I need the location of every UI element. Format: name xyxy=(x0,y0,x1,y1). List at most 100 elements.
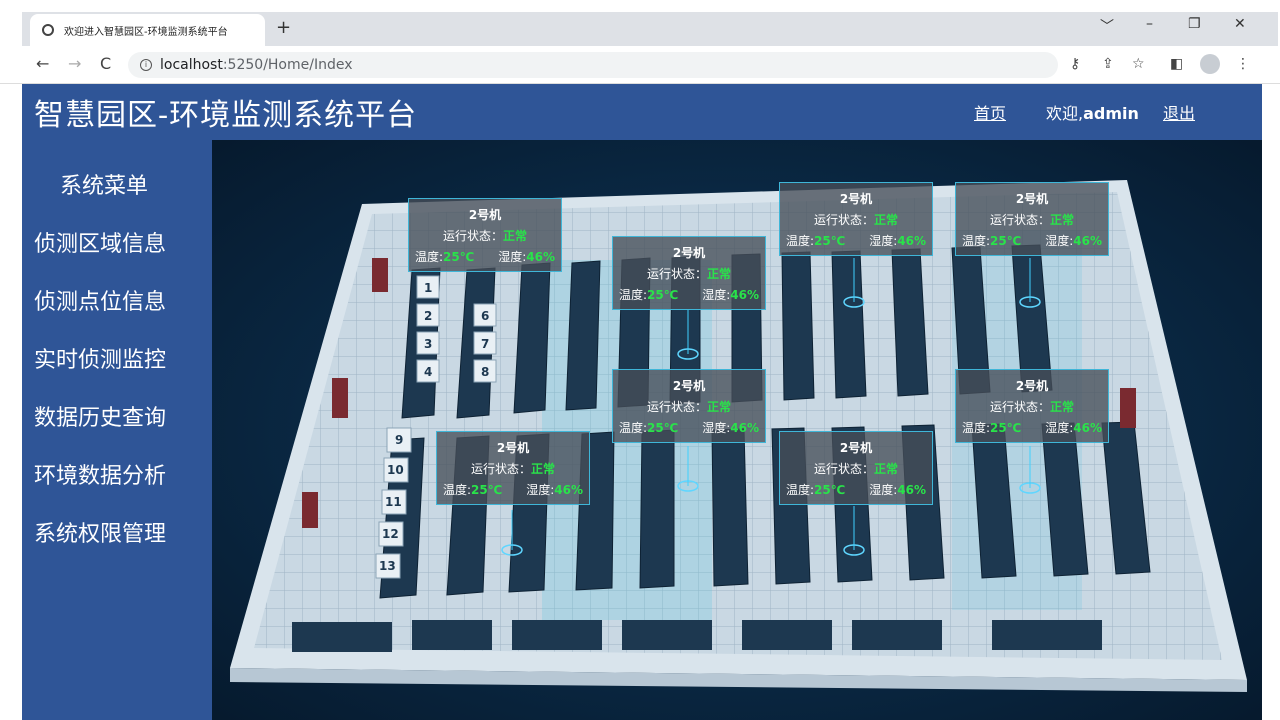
humidity-label: 湿度: xyxy=(526,483,555,497)
app-root: 智慧园区-环境监测系统平台 首页 欢迎,admin 退出 系统菜单 侦测区域信息… xyxy=(22,84,1262,720)
machine-status: 运行状态：正常 xyxy=(956,398,1108,415)
url-host: localhost xyxy=(160,57,223,73)
star-icon[interactable]: ☆ xyxy=(1132,56,1145,72)
close-window-button[interactable]: ✕ xyxy=(1234,16,1246,32)
temp-value: 25℃ xyxy=(990,234,1022,248)
page-title: 智慧园区-环境监测系统平台 xyxy=(34,98,418,133)
sidebar-item-data-analysis[interactable]: 环境数据分析 xyxy=(34,464,167,489)
rack-label: 6 xyxy=(481,309,490,323)
logout-link[interactable]: 退出 xyxy=(1163,104,1196,123)
temp-label: 温度: xyxy=(619,288,648,302)
sidebar-item-realtime-monitor[interactable]: 实时侦测监控 xyxy=(34,348,167,373)
humidity-label: 湿度: xyxy=(702,421,731,435)
humidity-label: 湿度: xyxy=(1045,234,1074,248)
status-label: 运行状态： xyxy=(646,267,707,281)
profile-avatar[interactable] xyxy=(1200,54,1220,74)
status-value: 正常 xyxy=(1050,213,1075,227)
url-path: :5250/Home/Index xyxy=(222,57,353,73)
temp-value: 25℃ xyxy=(647,288,679,302)
humidity-label: 湿度: xyxy=(869,234,898,248)
rack-label: 11 xyxy=(385,495,402,509)
rack-label: 1 xyxy=(424,281,433,295)
rack-label: 12 xyxy=(382,527,399,541)
new-tab-button[interactable]: + xyxy=(276,17,292,38)
machine-name: 2号机 xyxy=(839,441,873,455)
machine-status: 运行状态：正常 xyxy=(437,460,589,477)
rack-label: 9 xyxy=(395,433,404,447)
status-label: 运行状态： xyxy=(989,400,1050,414)
status-label: 运行状态： xyxy=(989,213,1050,227)
rack-label: 3 xyxy=(424,337,433,351)
machine-name: 2号机 xyxy=(672,246,706,260)
status-label: 运行状态： xyxy=(813,213,874,227)
rack-label: 2 xyxy=(424,309,433,323)
forward-button[interactable]: → xyxy=(68,54,82,73)
temp-value: 25℃ xyxy=(814,483,846,497)
machine-name: 2号机 xyxy=(1015,379,1049,393)
home-link[interactable]: 首页 xyxy=(974,104,1007,123)
reload-button[interactable]: C xyxy=(100,54,112,73)
status-value: 正常 xyxy=(874,462,899,476)
browser-tabbar: 欢迎进入智慧园区-环境监测系统平台 + ﹀ – ❐ ✕ xyxy=(0,0,1280,46)
browser-tab[interactable]: 欢迎进入智慧园区-环境监测系统平台 xyxy=(30,14,265,46)
temp-value: 25℃ xyxy=(471,483,503,497)
humidity-label: 湿度: xyxy=(702,288,731,302)
rack-label: 8 xyxy=(481,365,490,379)
humidity-value: 46% xyxy=(1073,421,1102,435)
status-value: 正常 xyxy=(874,213,899,227)
datacenter-3d-view[interactable]: 1 2 3 4 6 7 8 9 10 11 12 13 2号机 运行状态：正常 … xyxy=(212,140,1262,720)
machine-name: 2号机 xyxy=(839,192,873,206)
rack-label: 10 xyxy=(387,463,404,477)
tab-title: 欢迎进入智慧园区-环境监测系统平台 xyxy=(64,26,228,38)
humidity-value: 46% xyxy=(1073,234,1102,248)
status-value: 正常 xyxy=(503,229,528,243)
sidebar-item-area-info[interactable]: 侦测区域信息 xyxy=(34,232,167,257)
minimize-button[interactable]: – xyxy=(1146,16,1153,32)
humidity-value: 46% xyxy=(526,250,555,264)
status-value: 正常 xyxy=(707,267,732,281)
address-bar[interactable]: i localhost:5250/Home/Index xyxy=(128,52,1058,78)
key-icon[interactable]: ⚷ xyxy=(1070,56,1081,72)
status-value: 正常 xyxy=(531,462,556,476)
restore-button[interactable]: ❐ xyxy=(1188,16,1201,32)
humidity-value: 46% xyxy=(554,483,583,497)
share-icon[interactable]: ⇪ xyxy=(1102,56,1114,72)
rack-label: 4 xyxy=(424,365,433,379)
humidity-value: 46% xyxy=(897,234,926,248)
sidebar-item-permission-manage[interactable]: 系统权限管理 xyxy=(34,522,167,547)
tab-search-icon[interactable]: ﹀ xyxy=(1100,19,1114,35)
machine-status: 运行状态：正常 xyxy=(780,211,932,228)
status-label: 运行状态： xyxy=(470,462,531,476)
side-panel-icon[interactable]: ◧ xyxy=(1170,56,1184,72)
rack-label: 13 xyxy=(379,559,396,573)
status-label: 运行状态： xyxy=(813,462,874,476)
temp-value: 25℃ xyxy=(814,234,846,248)
machine-status: 运行状态：正常 xyxy=(613,265,765,282)
machine-card[interactable]: 2号机 运行状态：正常 温度:25℃ 湿度:46% xyxy=(955,182,1109,256)
globe-icon xyxy=(42,24,54,36)
machine-status: 运行状态：正常 xyxy=(613,398,765,415)
temp-label: 温度: xyxy=(962,234,991,248)
temp-label: 温度: xyxy=(619,421,648,435)
back-button[interactable]: ← xyxy=(36,54,50,73)
sidebar-item-history-query[interactable]: 数据历史查询 xyxy=(34,406,167,431)
sidebar-item-point-info[interactable]: 侦测点位信息 xyxy=(34,290,167,315)
humidity-label: 湿度: xyxy=(869,483,898,497)
machine-name: 2号机 xyxy=(1015,192,1049,206)
temp-label: 温度: xyxy=(443,483,472,497)
menu-dots-icon[interactable]: ⋮ xyxy=(1236,56,1250,72)
machine-readings: 温度:25℃ 湿度:46% xyxy=(956,232,1108,249)
status-label: 运行状态： xyxy=(646,400,707,414)
site-info-icon[interactable]: i xyxy=(140,59,152,71)
